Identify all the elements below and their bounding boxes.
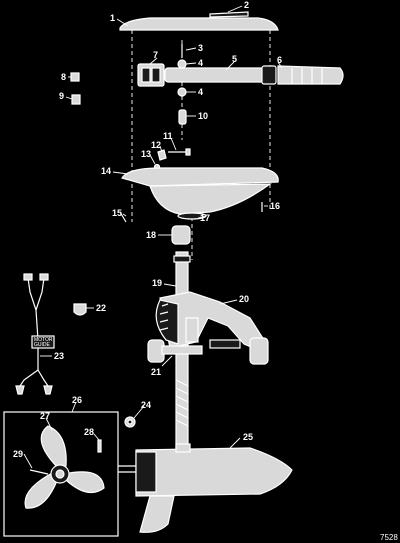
- callout-15: 15: [112, 208, 122, 218]
- leader-lines: [23, 5, 283, 469]
- callout-3: 3: [198, 43, 203, 53]
- callout-4: 4: [198, 58, 203, 68]
- callout-29: 29: [13, 449, 23, 459]
- callout-16: 16: [270, 201, 280, 211]
- callout-25: 25: [243, 432, 253, 442]
- callout-11: 11: [163, 131, 173, 141]
- callout-12: 12: [151, 140, 161, 150]
- small-parts: [70, 72, 191, 171]
- callout-7: 7: [153, 50, 158, 60]
- callout-23: 23: [54, 351, 64, 361]
- cable-tag-line-2: GUIDE: [34, 342, 51, 348]
- callout-4-repeat: 4: [198, 87, 203, 97]
- propeller-inset: [3, 411, 119, 537]
- top-cover: [119, 11, 279, 31]
- callout-6: 6: [277, 55, 282, 65]
- callout-24: 24: [141, 400, 151, 410]
- callout-28: 28: [84, 427, 94, 437]
- callout-18: 18: [146, 230, 156, 240]
- callout-2: 2: [244, 0, 249, 10]
- nut: [124, 416, 136, 428]
- clip: [73, 303, 87, 316]
- callout-1: 1: [110, 13, 115, 23]
- collar: [171, 225, 191, 245]
- callout-13: 13: [141, 149, 151, 159]
- callout-5: 5: [232, 54, 237, 64]
- callout-21: 21: [151, 367, 161, 377]
- callout-26: 26: [72, 395, 82, 405]
- battery-cable: MOTOR GUIDE: [15, 273, 55, 395]
- cable-tag-line-1: MOTOR: [34, 337, 53, 343]
- callout-9: 9: [59, 91, 64, 101]
- base-housing: [119, 167, 279, 223]
- callout-14: 14: [101, 166, 111, 176]
- callout-27: 27: [40, 411, 50, 421]
- callout-19: 19: [152, 278, 162, 288]
- figure-code: 7528: [380, 533, 398, 542]
- handle-assembly: [137, 44, 344, 97]
- callout-labels: 1 2 3 4 5 6 7 8 9 4 10 11 12 13 14 15 16…: [13, 0, 282, 459]
- callout-8: 8: [61, 72, 66, 82]
- callout-17: 17: [200, 213, 210, 223]
- callout-20: 20: [239, 294, 249, 304]
- motor-housing: [118, 443, 293, 533]
- callout-10: 10: [198, 111, 208, 121]
- callout-22: 22: [96, 303, 106, 313]
- mount-bracket: [147, 291, 269, 365]
